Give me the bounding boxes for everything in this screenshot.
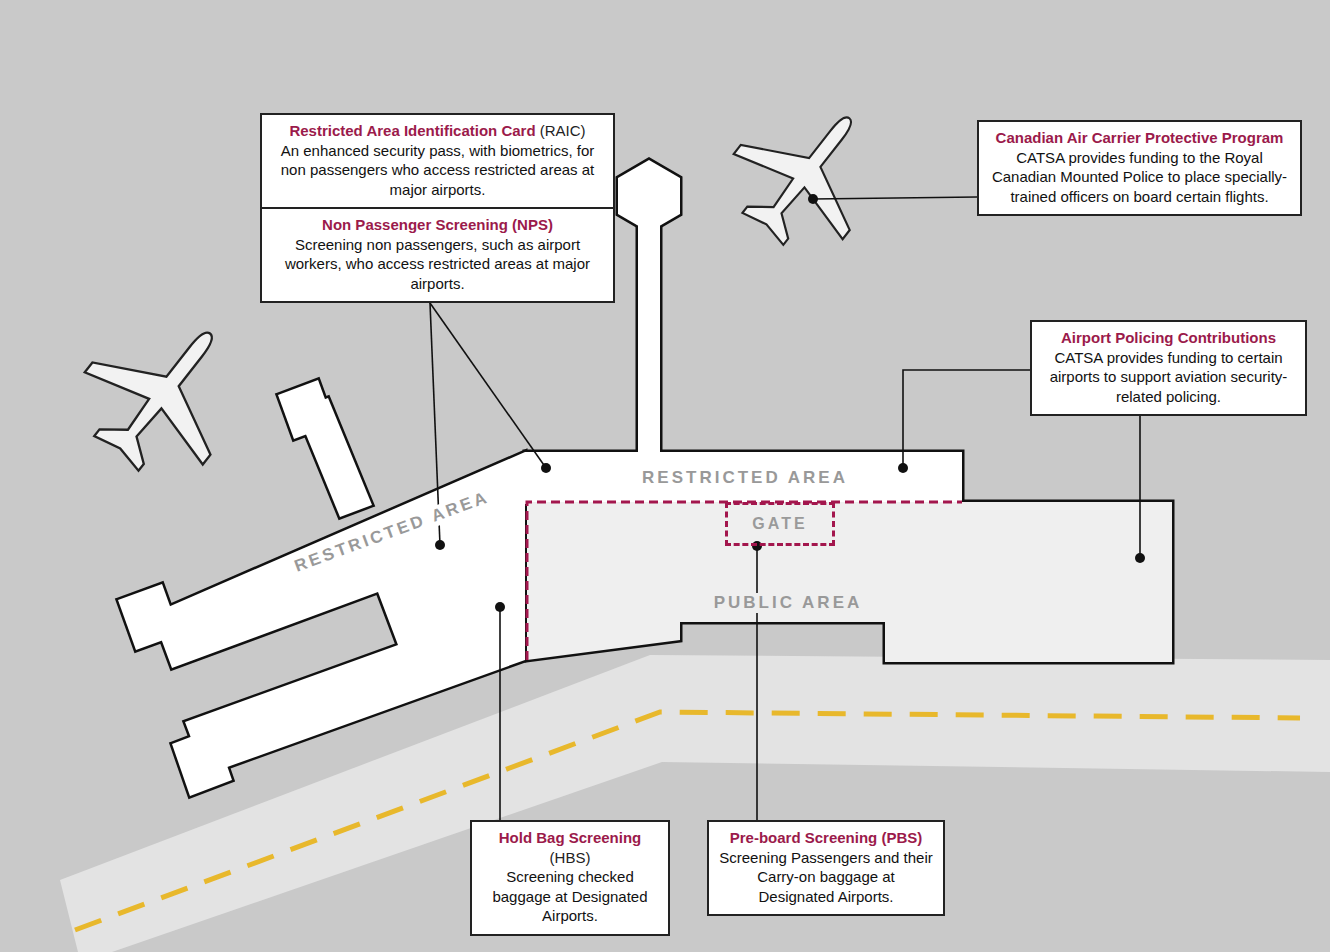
callout-box: Hold Bag Screening (HBS)Screening checke… — [470, 820, 670, 936]
callout-heading: Hold Bag Screening (HBS) — [482, 828, 658, 867]
tower-stem-fill — [638, 225, 660, 460]
callout-box: Pre-board Screening (PBS)Screening Passe… — [707, 820, 945, 916]
area-label: PUBLIC AREA — [711, 593, 866, 613]
callout-box: Restricted Area Identification Card (RAI… — [260, 113, 615, 209]
callout-heading: Canadian Air Carrier Protective Program — [989, 128, 1290, 148]
callout-body: An enhanced security pass, with biometri… — [272, 141, 603, 200]
leader-dot — [808, 194, 818, 204]
callout-box: Non Passenger Screening (NPS)Screening n… — [260, 207, 615, 303]
leader-dot — [495, 602, 505, 612]
leader-dot — [898, 463, 908, 473]
airplane — [57, 287, 269, 499]
airplane — [708, 76, 903, 272]
pier-head-fill — [118, 584, 180, 650]
tower-head — [618, 160, 680, 232]
connector-line — [756, 546, 758, 820]
callout-heading: Restricted Area Identification Card (RAI… — [272, 121, 603, 141]
pier-head-fill — [172, 728, 232, 796]
leader-dot — [541, 463, 551, 473]
callout-body: CATSA provides funding to certain airpor… — [1042, 348, 1295, 407]
restricted-boundary — [527, 502, 962, 660]
restricted-strip-fill — [525, 452, 962, 504]
area-label: RESTRICTED AREA — [639, 468, 851, 488]
callout-body: Screening Passengers and their Carry-on … — [719, 848, 933, 907]
leader-dot — [435, 540, 445, 550]
callout-box: Canadian Air Carrier Protective ProgramC… — [977, 120, 1302, 216]
callout-body: Screening checked baggage at Designated … — [482, 867, 658, 926]
terminal-fill — [118, 160, 1172, 796]
callout-heading: Non Passenger Screening (NPS) — [272, 215, 603, 235]
callout-heading: Pre-board Screening (PBS) — [719, 828, 933, 848]
public-area — [527, 502, 1172, 662]
leader-dot — [1135, 553, 1145, 563]
callout-heading: Airport Policing Contributions — [1042, 328, 1295, 348]
public-area-fill — [527, 502, 1172, 662]
gate-box: GATE — [725, 502, 835, 546]
leader-line — [430, 303, 546, 468]
leader-line — [813, 197, 977, 199]
callout-body: CATSA provides funding to the Royal Cana… — [989, 148, 1290, 207]
leader-line — [903, 370, 1030, 468]
pier-head-fill — [278, 380, 334, 439]
leader-line — [499, 607, 501, 820]
callout-box: Airport Policing ContributionsCATSA prov… — [1030, 320, 1307, 416]
leader-dot — [752, 541, 762, 551]
tower-stem — [638, 225, 660, 460]
callout-heading: GATE — [752, 514, 807, 535]
tower-head-fill — [618, 160, 680, 232]
area-label: RESTRICTED AREA — [289, 486, 495, 577]
leader-line — [1139, 416, 1141, 558]
callout-body: Screening non passengers, such as airpor… — [272, 235, 603, 294]
restricted-strip — [525, 452, 962, 504]
terminal-outline — [118, 160, 1172, 796]
